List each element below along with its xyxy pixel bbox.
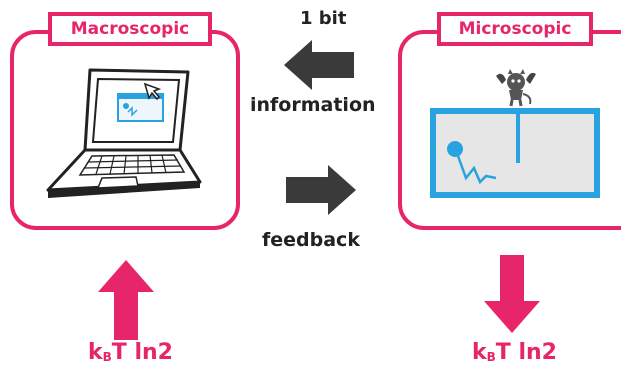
demon-icon (496, 69, 536, 107)
macroscopic-energy-label: kBT ln2 (88, 340, 173, 365)
microscopic-title: Microscopic (437, 12, 593, 46)
arrow-down-icon (484, 255, 540, 333)
energy-k: k (472, 340, 487, 365)
particle-box-icon (430, 108, 600, 198)
energy-tail: T ln2 (111, 340, 173, 365)
energy-k: k (88, 340, 103, 365)
energy-sub: B (102, 350, 112, 364)
energy-tail: T ln2 (495, 340, 557, 365)
feedback-label: feedback (262, 229, 360, 251)
information-label: information (250, 94, 376, 116)
energy-sub: B (486, 350, 496, 364)
arrow-up-icon (98, 260, 154, 340)
macroscopic-title: Macroscopic (48, 12, 212, 46)
arrow-right-icon (286, 165, 356, 215)
arrow-left-icon (284, 40, 354, 90)
laptop-icon (46, 68, 202, 198)
microscopic-energy-label: kBT ln2 (472, 340, 557, 365)
bit-label: 1 bit (300, 8, 347, 29)
